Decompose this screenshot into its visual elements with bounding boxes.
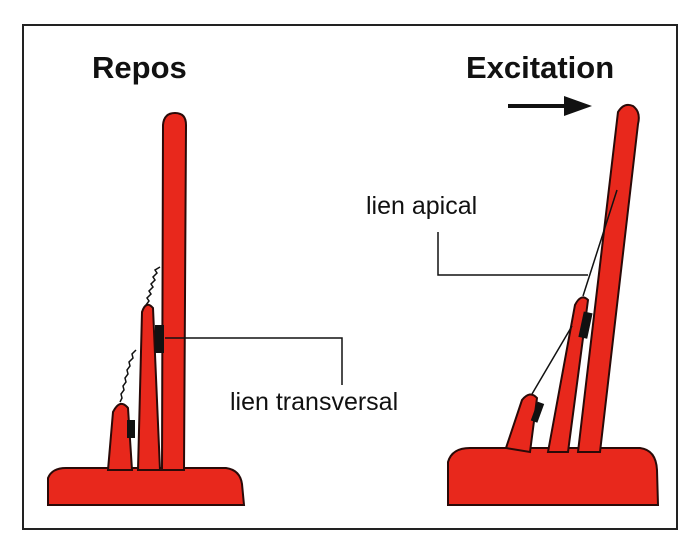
arrow-right-icon — [508, 96, 592, 116]
excited-tall-stereocilium — [576, 103, 640, 453]
transversal-leader-line — [165, 337, 343, 385]
rest-tip-link-upper — [145, 266, 161, 306]
apical-link-label: lien apical — [366, 192, 478, 220]
excited-cuticular-plate — [447, 447, 660, 506]
excited-tip-link-lower — [531, 325, 573, 395]
excited-transversal-link-block — [578, 311, 593, 339]
excited-bundle — [437, 103, 660, 506]
rest-short-stereocilium — [106, 402, 134, 471]
figure-frame — [22, 24, 678, 530]
excited-tip-link-upper — [582, 189, 618, 297]
excited-short-stereocilium — [504, 393, 539, 454]
rest-bundle — [47, 111, 343, 506]
rest-transversal-link-block — [155, 325, 164, 353]
excited-title: Excitation — [466, 50, 615, 85]
rest-middle-stereocilium — [136, 303, 162, 471]
rest-title: Repos — [92, 50, 187, 85]
rest-tip-link-lower — [119, 349, 137, 403]
excited-middle-stereocilium — [546, 296, 590, 453]
rest-tall-stereocilium — [160, 111, 188, 471]
rest-lower-link-block — [127, 420, 135, 438]
apical-leader-line — [437, 232, 588, 276]
rest-cuticular-plate — [47, 467, 246, 506]
excited-lower-link-block — [530, 401, 545, 423]
transversal-link-label: lien transversal — [230, 388, 399, 416]
